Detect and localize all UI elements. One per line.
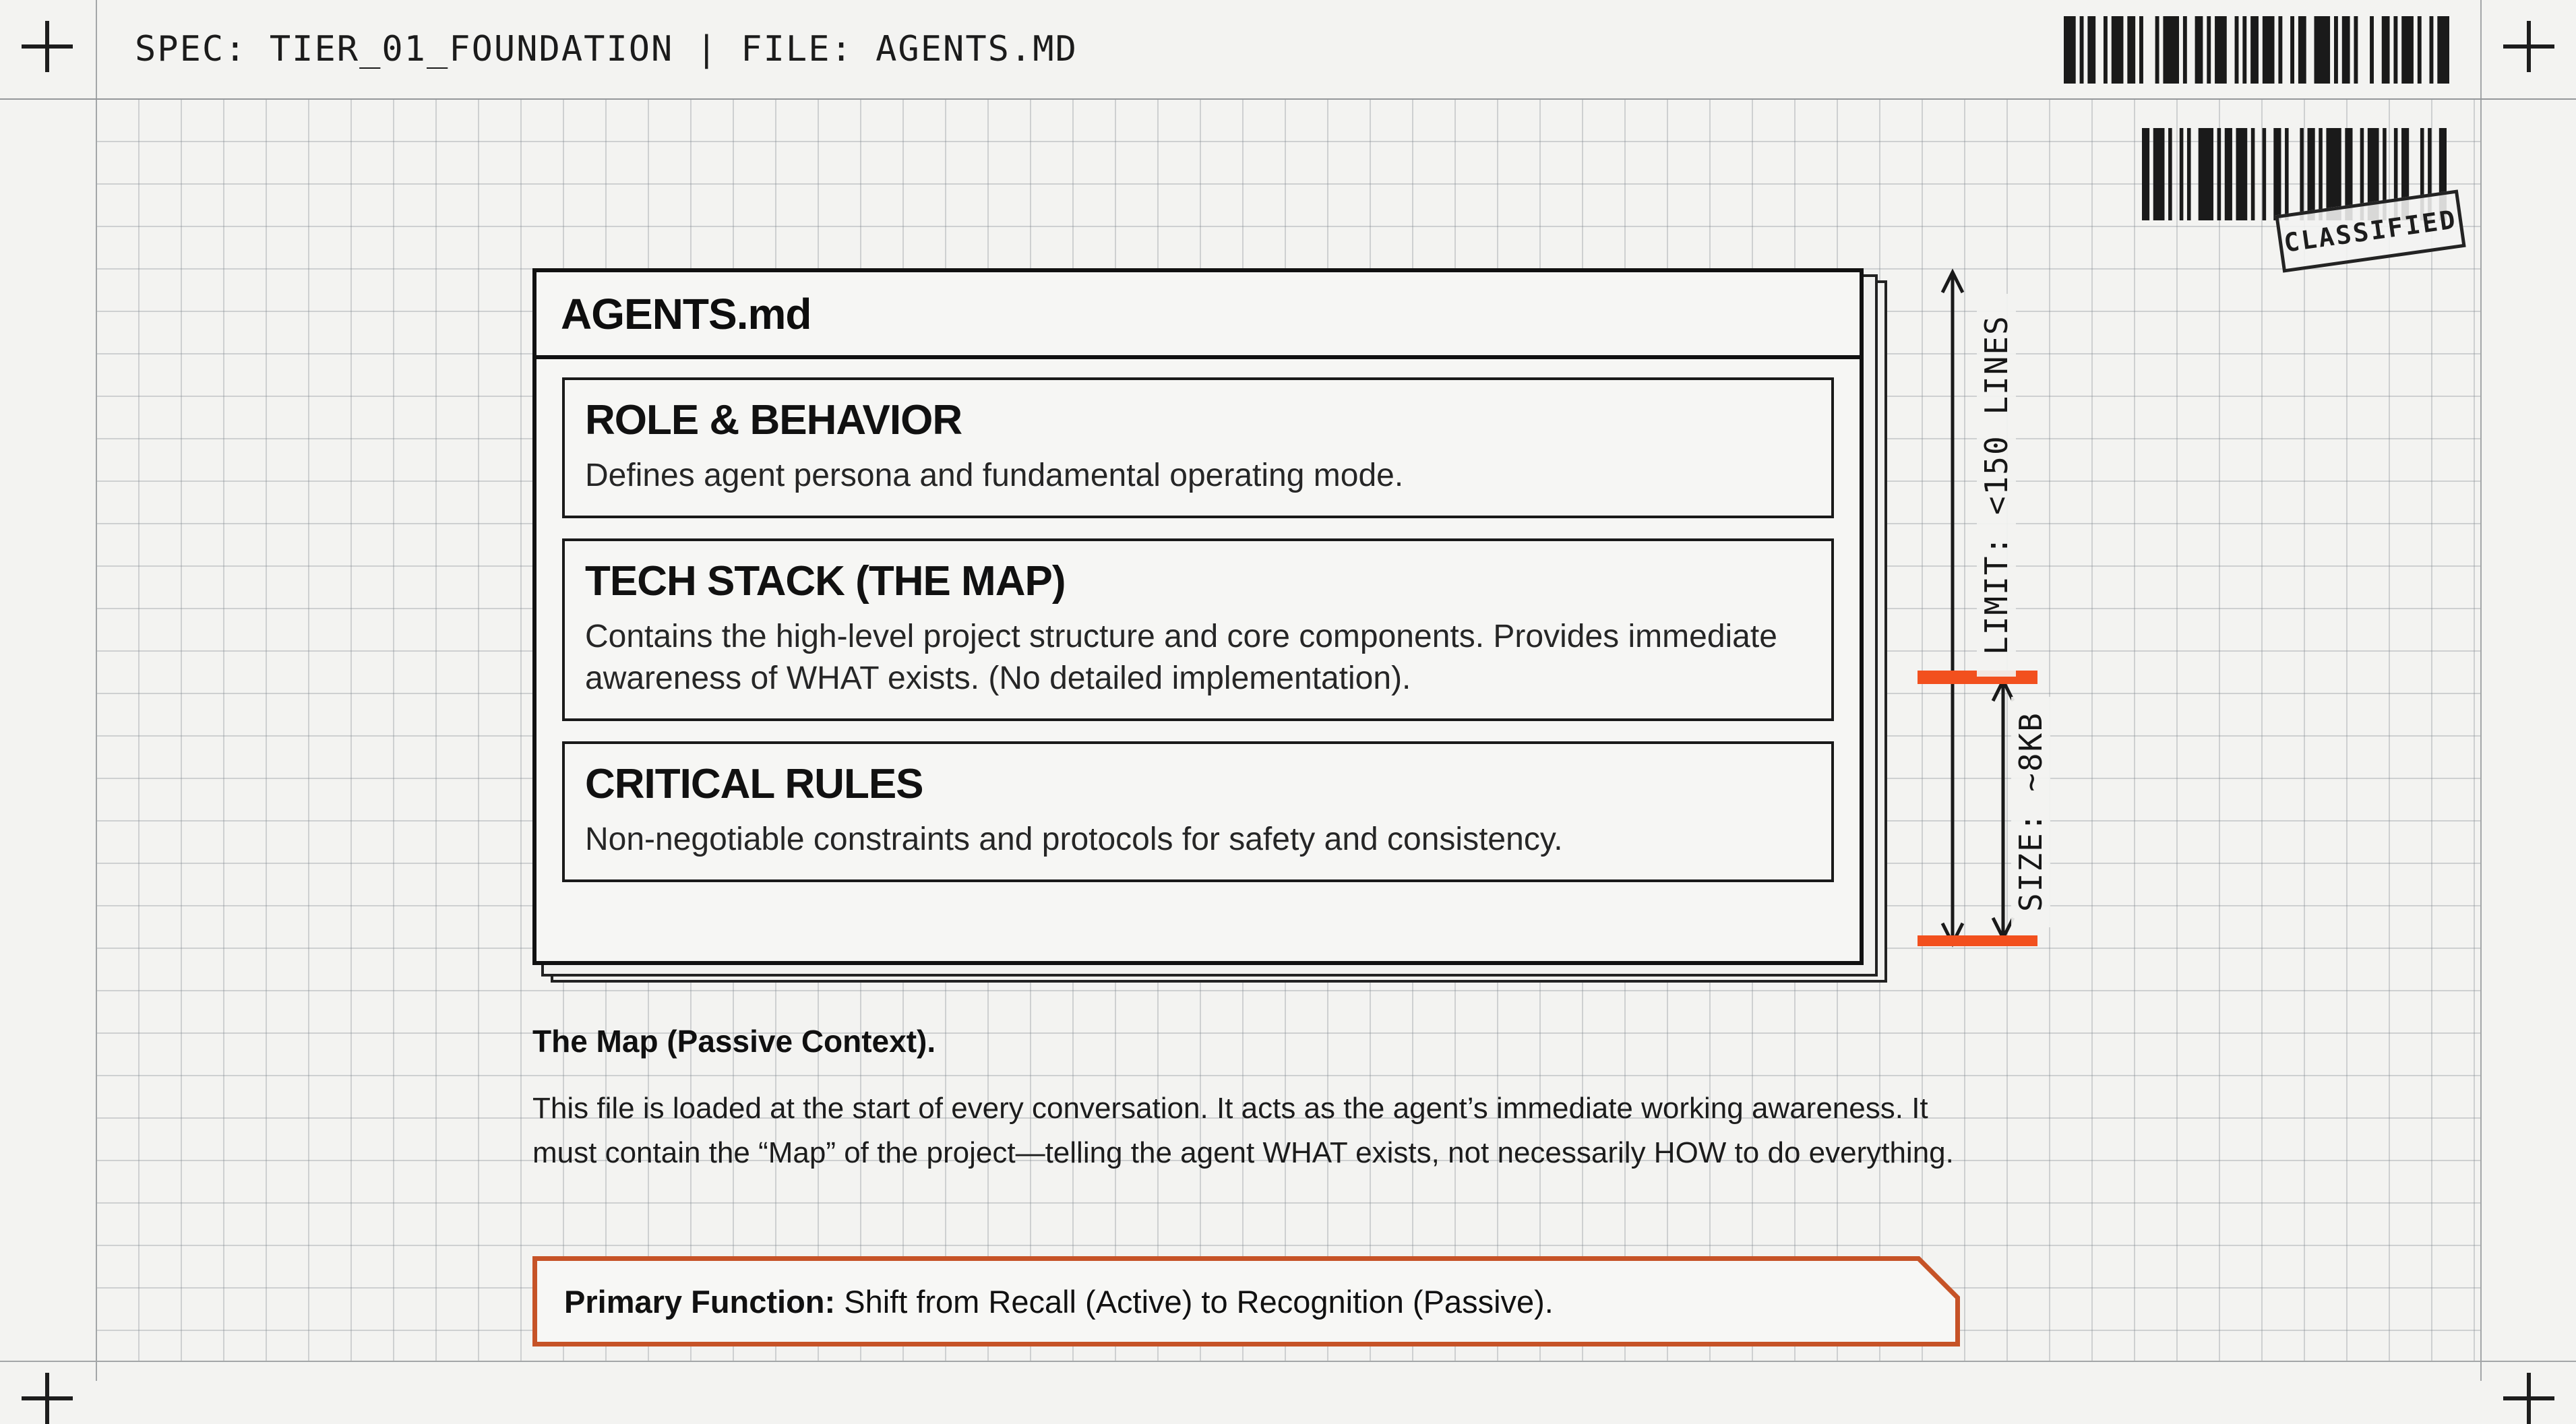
- limit-dimension-arrow-icon: [1940, 268, 1965, 948]
- margin-line-right: [2480, 0, 2482, 1381]
- section-description: Contains the high-level project structur…: [585, 619, 1777, 696]
- header-barcode-icon: [2064, 16, 2449, 84]
- card-sections: ROLE & BEHAVIOR Defines agent persona an…: [536, 359, 1860, 961]
- primary-function-text: Shift from Recall (Active) to Recognitio…: [835, 1283, 1554, 1320]
- crosshair-bottom-right-icon: [2503, 1373, 2554, 1424]
- section-title: ROLE & BEHAVIOR: [585, 397, 962, 443]
- section-description: Non-negotiable constraints and protocols…: [585, 822, 1563, 857]
- classified-barcode-icon: [2142, 128, 2447, 220]
- section-title: CRITICAL RULES: [585, 761, 924, 807]
- primary-function-box: Primary Function: Shift from Recall (Act…: [532, 1256, 1960, 1346]
- crosshair-top-right-icon: [2503, 21, 2554, 72]
- size-boundary-tick: [1918, 935, 2037, 946]
- primary-function-label: Primary Function:: [564, 1283, 836, 1320]
- card-title-bar: AGENTS.md: [536, 272, 1860, 359]
- footer-divider-line: [0, 1361, 2576, 1362]
- primary-function-content: Primary Function: Shift from Recall (Act…: [537, 1261, 1955, 1342]
- classified-stamp-label: CLASSIFIED: [2281, 204, 2459, 258]
- spec-header-title: SPEC: TIER_01_FOUNDATION | FILE: AGENTS.…: [135, 29, 1078, 69]
- map-paragraph: This file is loaded at the start of ever…: [532, 1092, 1954, 1169]
- card-title: AGENTS.md: [561, 289, 811, 338]
- crosshair-top-left-icon: [22, 21, 73, 72]
- size-annotation-label: SIZE: ~8KB: [2011, 697, 2050, 927]
- limit-annotation-label: LIMIT: <150 LINES: [1977, 294, 2016, 677]
- section-tech-stack: TECH STACK (THE MAP) Contains the high-l…: [562, 538, 1834, 721]
- header-divider-line: [0, 98, 2576, 100]
- map-heading: The Map (Passive Context).: [532, 1024, 936, 1059]
- crosshair-bottom-left-icon: [22, 1373, 73, 1424]
- margin-line-left: [96, 0, 97, 1381]
- section-role-behavior: ROLE & BEHAVIOR Defines agent persona an…: [562, 377, 1834, 518]
- section-description: Defines agent persona and fundamental op…: [585, 458, 1404, 493]
- section-title: TECH STACK (THE MAP): [585, 558, 1066, 605]
- section-critical-rules: CRITICAL RULES Non-negotiable constraint…: [562, 741, 1834, 882]
- agents-file-card: AGENTS.md ROLE & BEHAVIOR Defines agent …: [532, 268, 1864, 965]
